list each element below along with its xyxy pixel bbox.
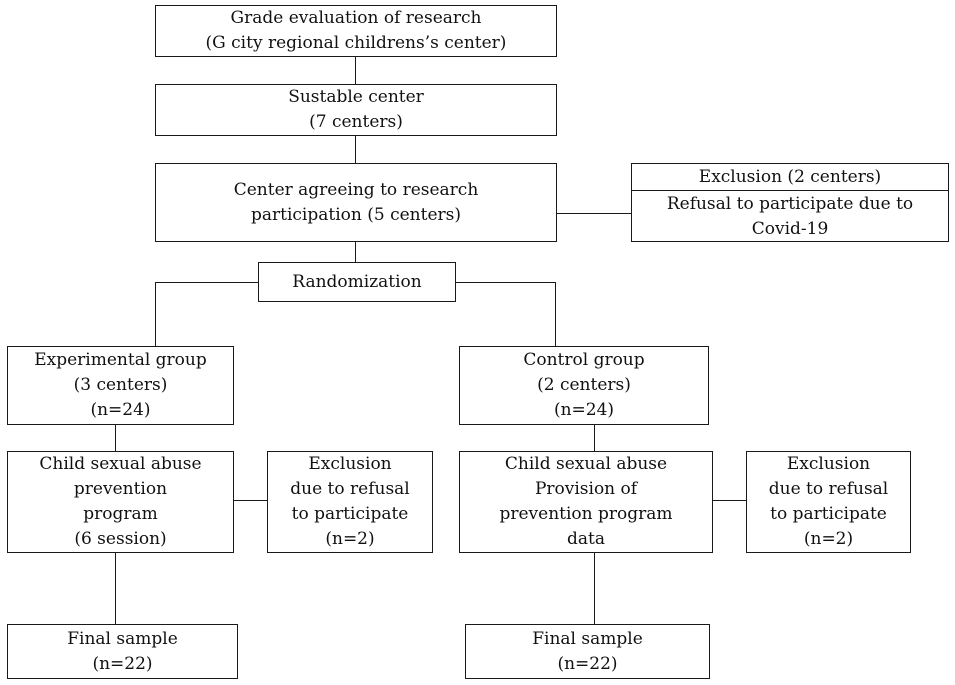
box-text-line: (n=2) [325, 529, 375, 549]
connector-line [455, 282, 556, 283]
control-exclusion-box: Exclusion due to refusal to participate … [746, 451, 911, 553]
box-text-line: (7 centers) [309, 112, 403, 132]
box-text-line: Exclusion [786, 454, 871, 474]
box-text-line: prevention program [499, 504, 673, 524]
box-text-line: (n=24) [553, 400, 615, 420]
box-text-line: participation (5 centers) [250, 204, 461, 225]
sustainable-center-box: Sustable center (7 centers) [155, 84, 557, 136]
box-text-line: (G city regional childrens’s center) [205, 33, 507, 53]
connector-line [557, 213, 632, 214]
connector-line [355, 135, 356, 163]
connector-line [594, 424, 595, 451]
box-text-line: Control group [523, 350, 645, 370]
box-text-line: (6 session) [74, 529, 167, 549]
box-text-line: Final sample [67, 628, 178, 649]
box-text-line: Sustable center [288, 87, 424, 107]
connector-line [555, 282, 556, 346]
box-text-line: (n=22) [557, 653, 618, 674]
box-text-line: to participate [770, 504, 887, 524]
box-text-line: Final sample [532, 628, 643, 649]
connector-line [355, 56, 356, 84]
connector-line [594, 552, 595, 624]
connector-line [115, 552, 116, 624]
experimental-group-box: Experimental group (3 centers) (n=24) [7, 346, 234, 425]
box-text-line: Refusal to participate due to [666, 194, 914, 214]
box-text-line: Covid-19 [751, 219, 829, 239]
box-text-line: Center agreeing to research [233, 179, 479, 200]
connector-line [712, 500, 747, 501]
box-text-line: Provision of [534, 479, 638, 499]
box-text-line: Child sexual abuse [39, 454, 202, 474]
box-text-line: Grade evaluation of research [230, 8, 482, 28]
experimental-final-sample-box: Final sample (n=22) [7, 624, 238, 679]
connector-line [115, 424, 116, 451]
connector-line [155, 282, 156, 346]
exclusion-body: Refusal to participate due to Covid-19 [632, 191, 948, 243]
control-group-box: Control group (2 centers) (n=24) [459, 346, 709, 425]
connector-line [355, 241, 356, 262]
control-program-box: Child sexual abuse Provision of preventi… [459, 451, 713, 553]
box-text-line: Experimental group [34, 350, 207, 370]
connector-line [233, 500, 268, 501]
connector-line [155, 282, 259, 283]
box-text-line: program [83, 504, 158, 524]
exclusion-centers-box: Exclusion (2 centers) Refusal to partici… [631, 163, 949, 242]
agreeing-centers-box: Center agreeing to research participatio… [155, 163, 557, 242]
box-text-line: (n=2) [803, 529, 854, 549]
box-text-line: (n=22) [92, 653, 153, 674]
experimental-program-box: Child sexual abuse prevention program (6… [7, 451, 234, 553]
box-text-line: to participate [291, 504, 409, 524]
box-text-line: (3 centers) [73, 375, 168, 395]
box-text-line: Exclusion [308, 454, 392, 474]
box-text-line: Child sexual abuse [504, 454, 668, 474]
box-text-line: Randomization [292, 271, 422, 292]
exclusion-header: Exclusion (2 centers) [632, 164, 948, 191]
box-text-line: prevention [73, 479, 168, 499]
experimental-exclusion-box: Exclusion due to refusal to participate … [267, 451, 433, 553]
randomization-box: Randomization [258, 262, 456, 302]
box-text-line: due to refusal [290, 479, 410, 499]
box-text-line: due to refusal [768, 479, 889, 499]
grade-evaluation-box: Grade evaluation of research (G city reg… [155, 5, 557, 57]
box-text-line: data [567, 529, 605, 549]
box-text-line: (n=24) [90, 400, 151, 420]
box-text-line: (2 centers) [537, 375, 631, 395]
control-final-sample-box: Final sample (n=22) [465, 624, 710, 679]
